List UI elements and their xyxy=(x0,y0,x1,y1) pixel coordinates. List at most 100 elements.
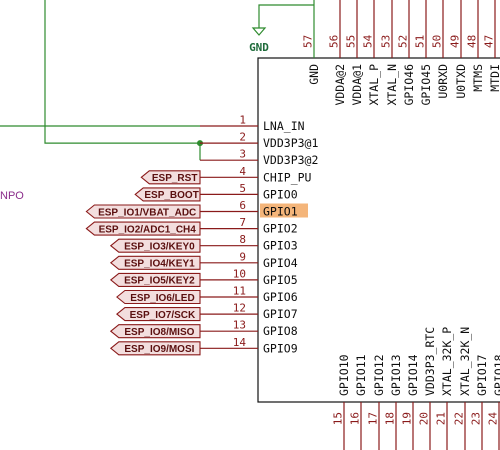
net-label-text-12: ESP_IO7/SCK xyxy=(130,310,196,321)
stray-fragment-text: NPO xyxy=(0,190,24,202)
pin-number-9: 9 xyxy=(239,250,246,263)
pin-name-7: GPIO2 xyxy=(263,222,298,236)
pin-name-22: XTAL_32K_N xyxy=(458,327,472,396)
net-label-text-4: ESP_RST xyxy=(152,173,198,184)
pin-name-54: XTAL_P xyxy=(367,64,381,106)
net-label-9 xyxy=(109,255,201,270)
pin-name-13: GPIO8 xyxy=(263,324,298,338)
pin-name-57: GND xyxy=(307,64,321,85)
net-label-layer: ESP_RST ESP_BOOT ESP_IO1/VBAT_ADC ESP_IO2/A… xyxy=(85,170,201,356)
pin-name-3: VDD3P3@2 xyxy=(263,153,318,167)
pin-name-14: GPIO9 xyxy=(263,341,298,355)
pin-name-23: GPIO17 xyxy=(475,354,489,396)
pin-name-9: GPIO4 xyxy=(263,256,298,270)
pin-number-11: 11 xyxy=(233,285,246,298)
pin-name-16: GPIO11 xyxy=(354,354,368,396)
pin-number-50: 50 xyxy=(431,35,444,48)
pin-name-4: CHIP_PU xyxy=(263,170,312,184)
pin-number-51: 51 xyxy=(414,35,427,48)
pin-number-10: 10 xyxy=(233,267,246,280)
net-label-6 xyxy=(85,204,201,219)
pin-name-18: GPIO13 xyxy=(389,354,403,396)
wire-layer: GND xyxy=(0,0,314,161)
pin-name-12: GPIO7 xyxy=(263,307,298,321)
net-label-text-14: ESP_IO9/MOSI xyxy=(124,344,194,355)
pin-number-23: 23 xyxy=(470,412,483,425)
pin-number-56: 56 xyxy=(328,35,341,48)
pin-name-1: LNA_IN xyxy=(263,119,305,133)
net-label-text-5: ESP_BOOT xyxy=(144,190,198,201)
net-label-text-6: ESP_IO1/VBAT_ADC xyxy=(98,207,196,218)
pin-name-2: VDD3P3@1 xyxy=(263,136,318,150)
net-label-text-13: ESP_IO8/MISO xyxy=(124,327,194,338)
pin-name-49: U0TXD xyxy=(454,64,468,99)
pin-number-6: 6 xyxy=(239,199,246,212)
pin-number-20: 20 xyxy=(418,412,431,425)
pin-name-19: GPIO14 xyxy=(406,354,420,396)
pin-number-15: 15 xyxy=(332,412,345,425)
pin-highlight xyxy=(260,203,308,218)
pin-number-4: 4 xyxy=(239,165,246,178)
pin-number-2: 2 xyxy=(239,131,246,144)
net-label-5 xyxy=(134,187,201,202)
pin-number-24: 24 xyxy=(487,412,500,426)
pin-number-18: 18 xyxy=(384,412,397,425)
pin-number-54: 54 xyxy=(362,34,375,48)
pin-name-17: GPIO12 xyxy=(372,354,386,396)
net-label-14 xyxy=(109,341,201,356)
pin-name-21: XTAL_32K_P xyxy=(440,327,454,396)
net-label-13 xyxy=(109,324,201,339)
pin-number-49: 49 xyxy=(449,35,462,48)
net-label-11 xyxy=(116,289,201,305)
pin-number-55: 55 xyxy=(345,35,358,48)
chip-body-layer xyxy=(257,57,500,403)
gnd-label: GND xyxy=(249,41,269,54)
pin-name-20: VDD3P3_RTC xyxy=(423,327,437,396)
pin-name-56: VDDA@2 xyxy=(333,64,347,106)
pin-number-48: 48 xyxy=(466,35,479,48)
pin-name-15: GPIO10 xyxy=(337,354,351,396)
pin-number-19: 19 xyxy=(401,412,414,425)
pin-name-52: GPIO46 xyxy=(402,64,416,106)
net-label-text-9: ESP_IO4/KEY1 xyxy=(124,259,195,270)
pin-name-48: MTMS xyxy=(471,64,485,92)
chip-body-outline xyxy=(257,57,500,403)
pin-number-52: 52 xyxy=(397,35,410,48)
pin-number-1: 1 xyxy=(239,114,246,127)
pin-number-8: 8 xyxy=(239,233,246,246)
pin-number-17: 17 xyxy=(367,412,380,425)
pin-name-10: GPIO5 xyxy=(263,273,298,287)
net-label-7 xyxy=(85,221,201,236)
net-label-text-8: ESP_IO3/KEY0 xyxy=(124,242,195,253)
pin-number-12: 12 xyxy=(233,302,246,315)
pin-name-8: GPIO3 xyxy=(263,239,298,253)
pin-name-47: MTDI xyxy=(488,64,500,92)
pin-number-14: 14 xyxy=(233,336,247,349)
net-label-10 xyxy=(109,272,201,287)
pin-name-55: VDDA@1 xyxy=(350,64,364,106)
pin-number-57: 57 xyxy=(302,35,315,48)
pin-number-47: 47 xyxy=(483,35,496,48)
pin-number-21: 21 xyxy=(435,412,448,425)
pin-name-50: U0RXD xyxy=(436,64,450,99)
gnd-symbol-icon xyxy=(251,27,267,36)
net-label-12 xyxy=(116,307,201,322)
net-label-text-11: ESP_IO6/LED xyxy=(130,293,194,304)
pin-name-51: GPIO45 xyxy=(419,64,433,106)
pin-name-24: GPIO18 xyxy=(492,354,500,396)
pin-name-53: XTAL_N xyxy=(385,64,399,106)
pin-name-5: GPIO0 xyxy=(263,187,298,201)
pin-number-16: 16 xyxy=(349,412,362,425)
net-label-4 xyxy=(140,170,201,185)
net-label-8 xyxy=(109,238,201,253)
pin-number-5: 5 xyxy=(239,182,246,195)
pin-name-6: GPIO1 xyxy=(263,205,298,219)
wire-vdd3p3 xyxy=(44,0,200,144)
pin-number-53: 53 xyxy=(380,35,393,48)
net-label-text-7: ESP_IO2/ADC1_CH4 xyxy=(99,224,197,235)
pin-name-11: GPIO6 xyxy=(263,290,298,304)
wire-gnd xyxy=(258,4,314,28)
pin-number-22: 22 xyxy=(453,412,466,425)
